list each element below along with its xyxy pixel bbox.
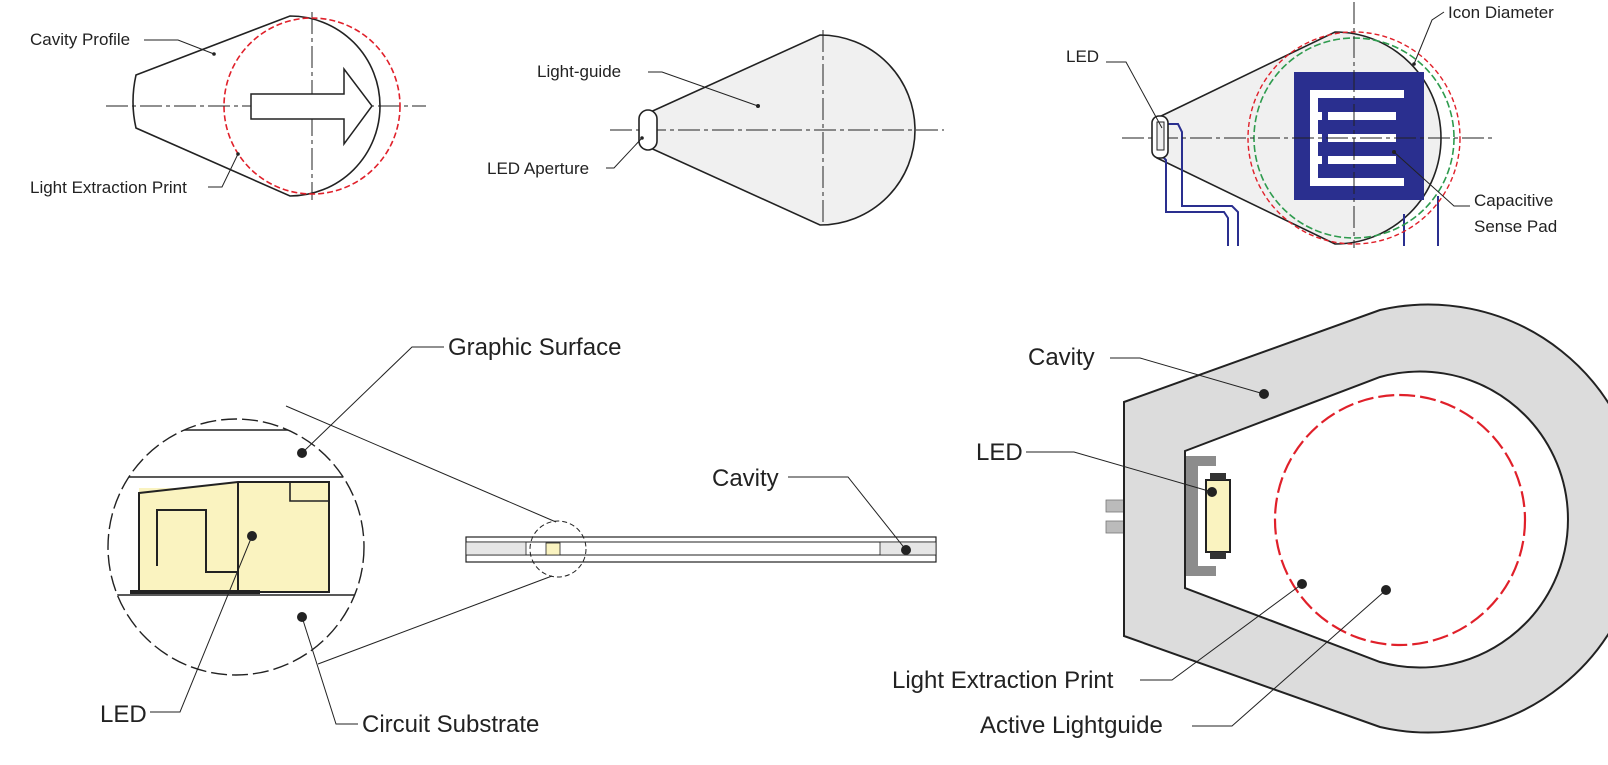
label-circuit-substrate: Circuit Substrate [362, 711, 539, 738]
label-light-guide: Light-guide [537, 62, 621, 81]
sense-pad-icon [1294, 72, 1424, 200]
led-aperture-shape [638, 109, 658, 151]
leader-icon-diameter [1413, 11, 1445, 65]
zoom-source-circle [529, 520, 587, 578]
led-trace [1160, 123, 1239, 246]
leader-dot [640, 136, 644, 140]
connector-tab [1105, 520, 1125, 534]
led-pad [1210, 552, 1226, 559]
label-light-extraction-print: Light Extraction Print [892, 667, 1114, 694]
led-chip [1156, 121, 1165, 151]
label-active-lightguide: Active Lightguide [980, 712, 1163, 739]
leader-cavity-profile [144, 39, 215, 55]
bottom-left-diagram: Graphic Surface Cavity LED Circuit Subst… [100, 334, 937, 738]
bottom-right-diagram: Cavity LED Light Extraction Print Active… [892, 303, 1608, 739]
leader-dot [236, 152, 240, 156]
leader-light-extraction-print [1140, 583, 1303, 681]
label-icon-diameter: Icon Diameter [1448, 3, 1554, 22]
led-trace [1159, 153, 1229, 246]
leader-dot [756, 104, 760, 108]
label-graphic-surface: Graphic Surface [448, 334, 621, 361]
label-led: LED [1066, 47, 1099, 66]
leader-dot [1392, 150, 1396, 154]
leader-circuit-substrate [301, 616, 358, 725]
leader-dot [212, 52, 216, 56]
top-left-diagram: Cavity Profile Light Extraction Print [30, 12, 426, 200]
leader-active-lightguide [1192, 589, 1387, 727]
extraction-print-circle [1273, 393, 1527, 647]
label-capacitive: Capacitive [1474, 191, 1553, 210]
leader-light-guide [648, 71, 759, 107]
extraction-print-circle [1247, 31, 1461, 245]
leader-led-aperture [606, 137, 643, 169]
label-light-extraction-print: Light Extraction Print [30, 178, 187, 197]
top-middle-diagram: Light-guide LED Aperture [487, 30, 944, 226]
label-led: LED [976, 439, 1023, 466]
stack-outline [465, 536, 937, 563]
leader-cavity [788, 476, 907, 551]
zoom-bubble [107, 418, 365, 676]
arrow-icon [250, 66, 373, 147]
zoom-connector [317, 575, 553, 665]
connector-tab [1105, 499, 1125, 513]
stack-cavity-left [465, 541, 527, 556]
label-cavity-profile: Cavity Profile [30, 30, 130, 49]
led-bracket [1186, 456, 1216, 576]
leader-cavity [1110, 357, 1265, 395]
extraction-print-circle [223, 17, 401, 195]
led-pad [1210, 473, 1226, 480]
leader-led [1026, 451, 1213, 493]
label-sense-pad: Sense Pad [1474, 217, 1557, 236]
stack-led [545, 542, 561, 556]
label-led-aperture: LED Aperture [487, 159, 589, 178]
active-lightguide-shape [1184, 370, 1569, 669]
leader-led [150, 535, 253, 713]
led-package-outline [138, 481, 330, 593]
leader-dot [1412, 62, 1416, 66]
label-cavity: Cavity [712, 465, 779, 492]
top-right-diagram: LED Icon Diameter Capacitive Sense Pad [1066, 2, 1557, 248]
label-led: LED [100, 701, 147, 728]
leader-graphic-surface [301, 346, 444, 454]
leader-light-extraction-print [208, 153, 239, 188]
leader-capacitive-sense-pad [1393, 151, 1470, 207]
label-cavity: Cavity [1028, 344, 1095, 371]
leader-led [1106, 61, 1163, 129]
